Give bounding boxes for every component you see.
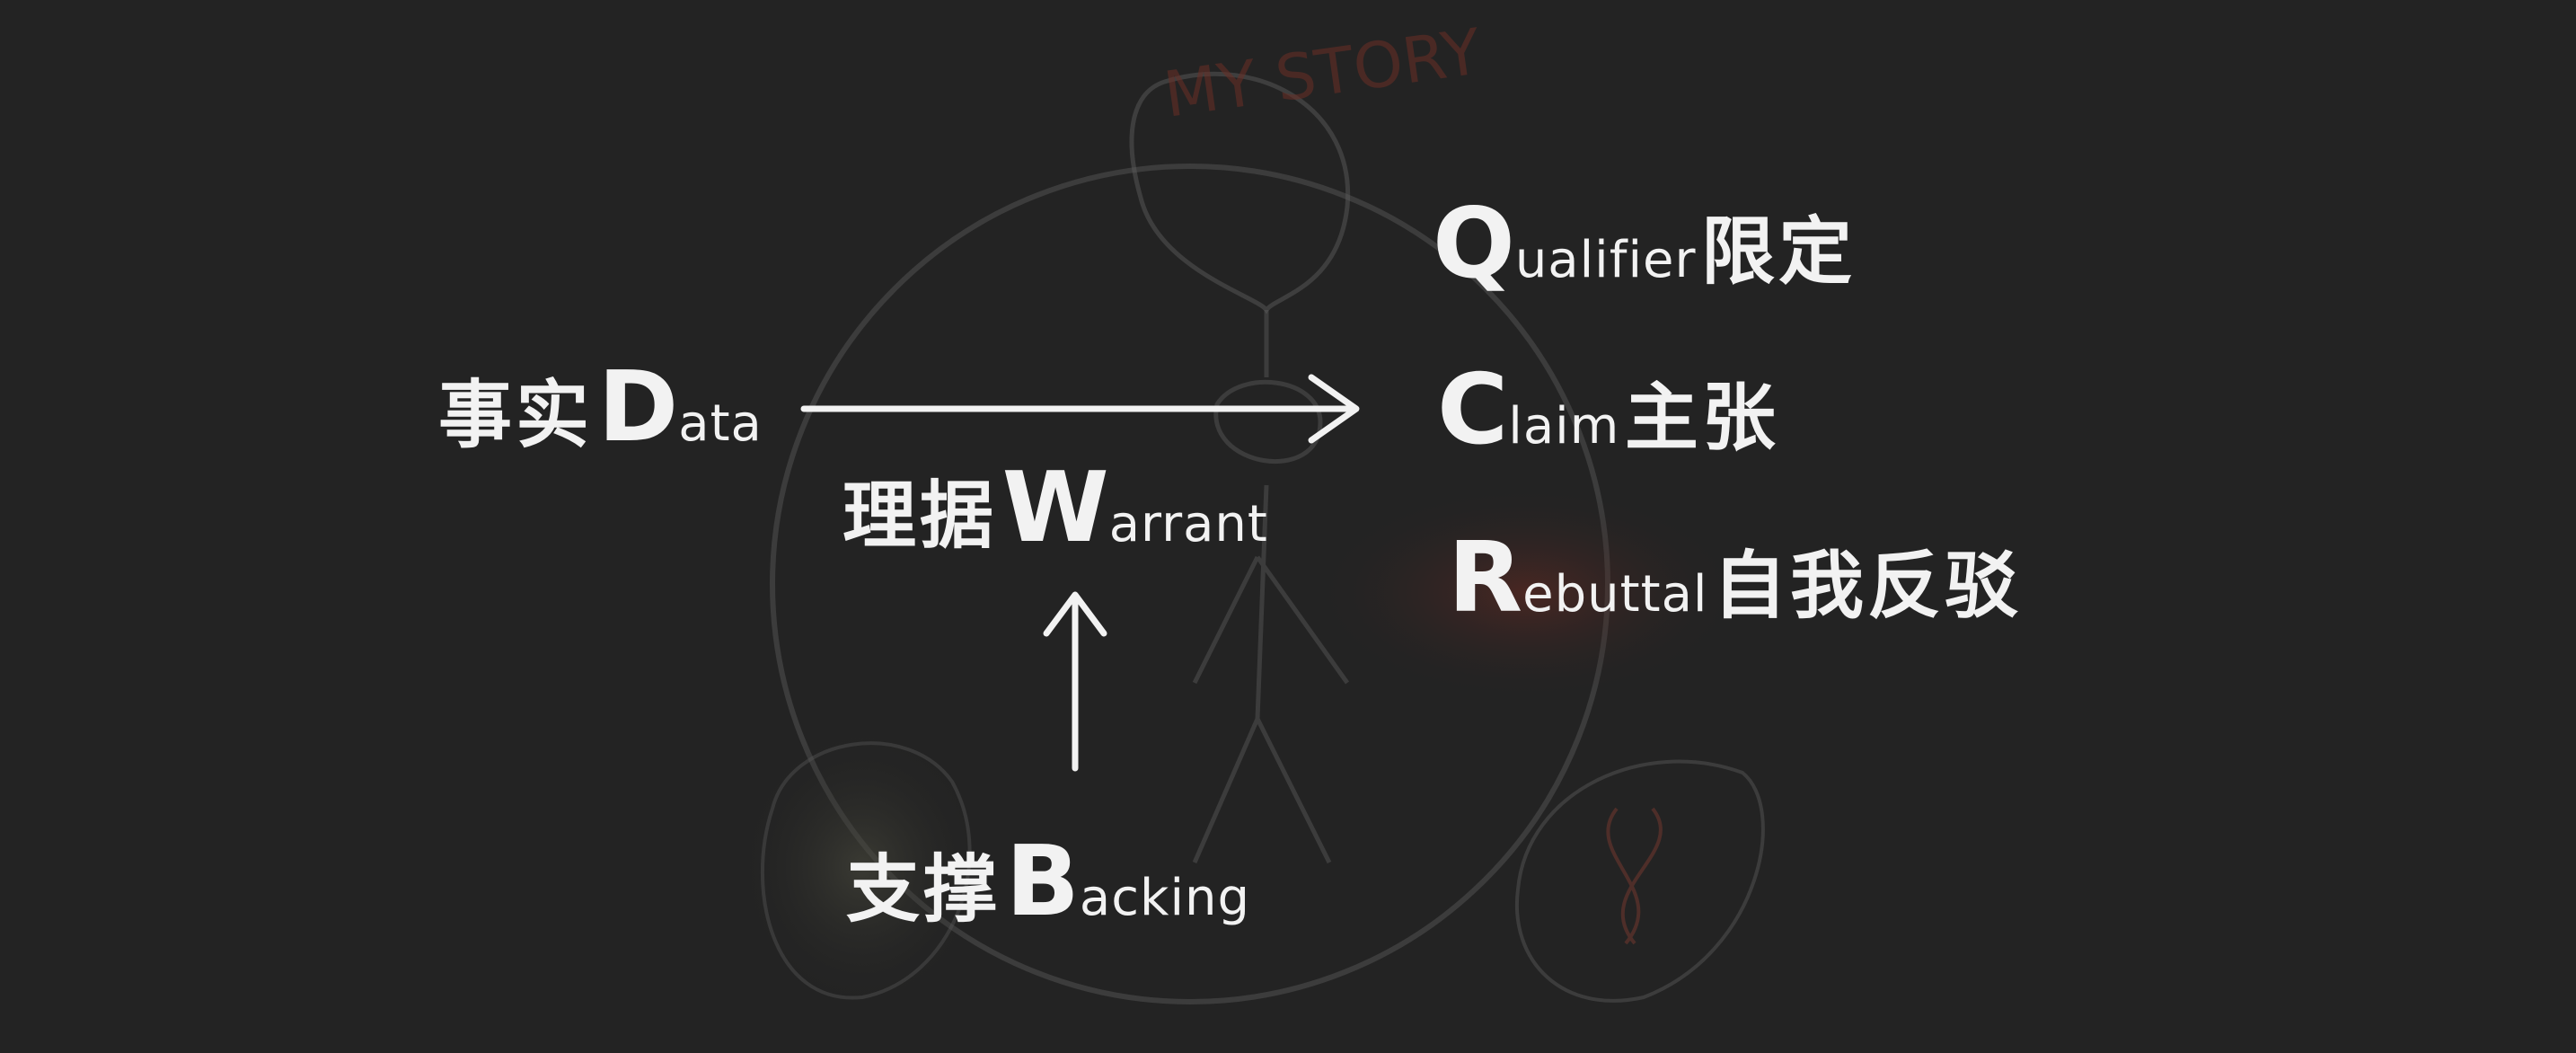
warrant-label-initial: W <box>1001 452 1109 564</box>
sketch-red-glow <box>1311 485 1742 701</box>
backing-label-rest: acking <box>1079 869 1251 927</box>
sketch-figure <box>1192 310 1350 864</box>
sketch-dna-helix <box>1606 807 1663 945</box>
warrant-label-cn: 理据 <box>842 473 998 559</box>
warrant-label: 理据 Warrant <box>842 460 1268 557</box>
data-label-rest: ata <box>678 394 763 453</box>
rebuttal-label-rest: ebuttal <box>1522 565 1708 624</box>
claim-label: Claim 主张 <box>1437 362 1779 459</box>
rebuttal-label: Rebuttal 自我反驳 <box>1448 530 2022 627</box>
qualifier-label-initial: Q <box>1433 188 1515 300</box>
data-label-cn: 事实 <box>438 373 594 458</box>
qualifier-label-cn: 限定 <box>1701 209 1857 295</box>
claim-label-cn: 主张 <box>1624 376 1779 461</box>
backing-label-initial: B <box>1005 826 1080 938</box>
data-label: 事实 Data <box>438 359 763 456</box>
backing-to-warrant-arrow <box>1043 591 1107 772</box>
claim-label-rest: laim <box>1508 397 1620 456</box>
qualifier-label: Qualifier 限定 <box>1433 196 1856 293</box>
backing-label-cn: 支撑 <box>846 847 1001 933</box>
rebuttal-label-initial: R <box>1448 522 1523 634</box>
sketch-planet-blob <box>737 723 988 1011</box>
backing-label: 支撑 Backing <box>846 834 1250 931</box>
qualifier-label-rest: ualifier <box>1514 231 1697 289</box>
sketch-planet-outline <box>760 741 972 1000</box>
rebuttal-label-cn: 自我反驳 <box>1713 544 2023 629</box>
claim-label-initial: C <box>1437 354 1509 466</box>
data-label-initial: D <box>597 351 679 464</box>
sketch-dna-leaf <box>1514 759 1765 1003</box>
sketch-head-balloon <box>1129 71 1351 314</box>
data-to-claim-arrow <box>800 374 1360 444</box>
warrant-label-rest: arrant <box>1108 495 1268 553</box>
